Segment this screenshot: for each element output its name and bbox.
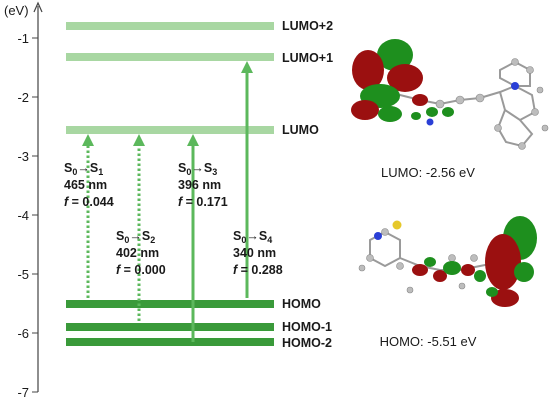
level-bar-homo: [66, 300, 274, 308]
state-subscript: 1: [98, 167, 103, 177]
wavelength-label: 465 nm: [64, 178, 107, 192]
state-subscript: 0: [186, 167, 191, 177]
osc-symbol: f: [116, 263, 122, 277]
state-symbol: S: [233, 229, 241, 243]
tick-label: -6: [17, 326, 29, 341]
svg-text:f = 0.044: f = 0.044: [64, 195, 114, 209]
state-symbol: S: [259, 229, 267, 243]
sulfur-atom: [392, 220, 402, 230]
homo-orbital-image: [358, 216, 537, 307]
transition-label-s4: S0→S4 340 nm f = 0.288: [233, 229, 283, 277]
tick-label: -5: [17, 267, 29, 282]
state-symbol: S: [64, 161, 72, 175]
svg-text:S0→S4: S0→S4: [233, 229, 272, 245]
transition-label-s1: S0→S1 465 nm f = 0.044: [64, 161, 114, 209]
state-symbol: S: [178, 161, 186, 175]
tick-label: -7: [17, 385, 29, 400]
osc-value: = 0.171: [182, 195, 228, 209]
svg-text:f = 0.288: f = 0.288: [233, 263, 283, 277]
state-subscript: 0: [241, 235, 246, 245]
transition-label-s2: S0→S2 402 nm f = 0.000: [116, 229, 166, 277]
homo-energy-caption: HOMO: -5.51 eV: [380, 334, 477, 349]
osc-symbol: f: [233, 263, 239, 277]
osc-symbol: f: [64, 195, 70, 209]
svg-text:S0→S3: S0→S3: [178, 161, 217, 177]
wavelength-label: 396 nm: [178, 178, 221, 192]
level-label-homo1: HOMO-1: [282, 320, 332, 334]
tick-label: -4: [17, 208, 29, 223]
nitrogen-atom: [426, 118, 434, 126]
arrow-glyph: →: [191, 161, 204, 175]
transition-arrows: [82, 61, 253, 342]
lumo-orbital-image: [351, 39, 549, 150]
osc-value: = 0.044: [68, 195, 114, 209]
level-label-homo: HOMO: [282, 297, 321, 311]
lumo-energy-caption: LUMO: -2.56 eV: [381, 165, 475, 180]
energy-axis: (eV) -1 -2 -3 -4 -5 -6 -7: [4, 1, 43, 400]
arrow-glyph: →: [129, 229, 142, 243]
wavelength-label: 402 nm: [116, 246, 159, 260]
level-bar-homo1: [66, 323, 274, 331]
nitrogen-atom: [511, 82, 519, 90]
osc-value: = 0.000: [120, 263, 166, 277]
osc-value: = 0.288: [237, 263, 283, 277]
level-bar-lumo1: [66, 53, 274, 61]
state-symbol: S: [204, 161, 212, 175]
level-bar-lumo: [66, 126, 274, 134]
level-label-homo2: HOMO-2: [282, 336, 332, 350]
state-subscript: 2: [150, 235, 155, 245]
svg-text:f = 0.171: f = 0.171: [178, 195, 228, 209]
state-symbol: S: [116, 229, 124, 243]
level-label-lumo: LUMO: [282, 123, 319, 137]
wavelength-label: 340 nm: [233, 246, 276, 260]
transition-label-s3: S0→S3 396 nm f = 0.171: [178, 161, 228, 209]
level-bar-homo2: [66, 338, 274, 346]
osc-symbol: f: [178, 195, 184, 209]
state-symbol: S: [142, 229, 150, 243]
state-symbol: S: [90, 161, 98, 175]
svg-text:S0→S2: S0→S2: [116, 229, 155, 245]
energy-levels: LUMO+2 LUMO+1 LUMO HOMO HOMO-1 HOMO-2: [66, 19, 333, 350]
svg-text:f = 0.000: f = 0.000: [116, 263, 166, 277]
state-subscript: 4: [267, 235, 272, 245]
state-subscript: 3: [212, 167, 217, 177]
svg-text:S0→S1: S0→S1: [64, 161, 103, 177]
tick-label: -2: [17, 90, 29, 105]
tick-label: -3: [17, 149, 29, 164]
state-subscript: 0: [124, 235, 129, 245]
state-subscript: 0: [72, 167, 77, 177]
tick-label: -1: [17, 31, 29, 46]
arrow-glyph: →: [77, 161, 90, 175]
nitrogen-atom: [374, 232, 382, 240]
level-label-lumo2: LUMO+2: [282, 19, 333, 33]
arrow-glyph: →: [246, 229, 259, 243]
axis-arrow-icon: [33, 1, 43, 13]
level-label-lumo1: LUMO+1: [282, 51, 333, 65]
axis-unit-label: (eV): [4, 3, 29, 18]
level-bar-lumo2: [66, 22, 274, 30]
